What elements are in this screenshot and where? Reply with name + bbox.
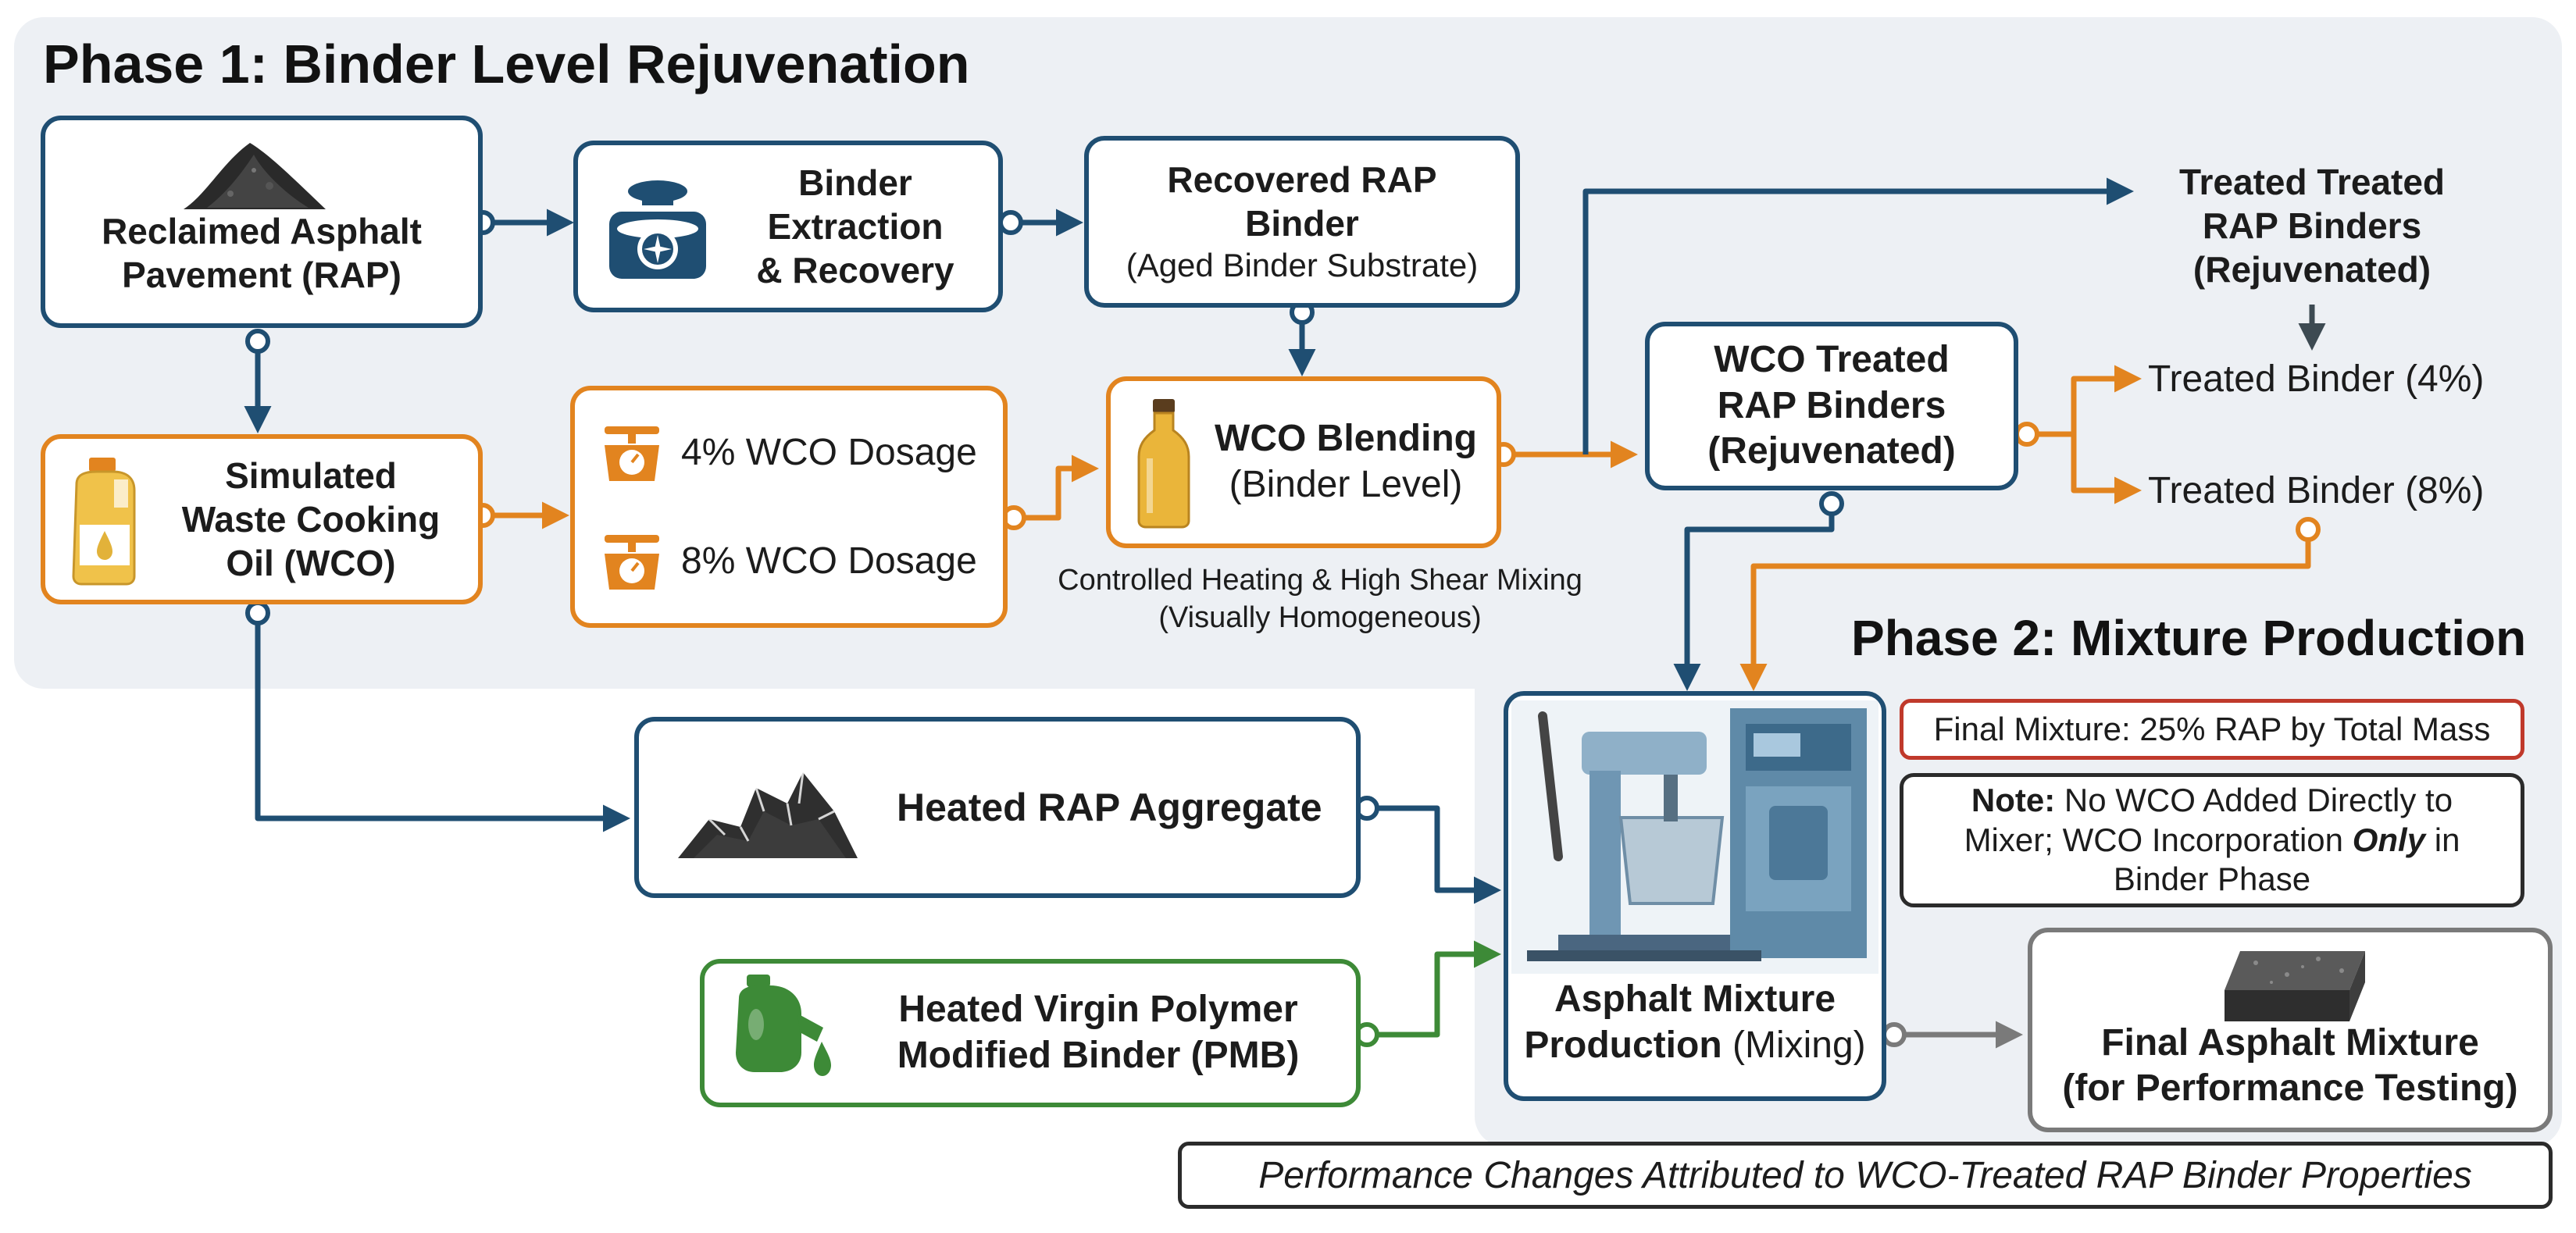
dosage-4-row[interactable]: 4% WCO Dosage <box>600 422 977 484</box>
final-mixture-note-label: Final Mixture: 25% RAP by Total Mass <box>1933 711 2491 747</box>
note-text2b: Only <box>2352 821 2426 858</box>
note-text2c: in <box>2434 821 2460 858</box>
wco-node[interactable]: Simulated Waste Cooking Oil (WCO) <box>41 434 483 604</box>
blending-note: Controlled Heating & High Shear Mixing (… <box>1035 562 1605 636</box>
recovered-line3: (Aged Binder Substrate) <box>1126 247 1479 284</box>
note-label: Note: <box>1971 782 2056 819</box>
treated-out-line2: RAP Binders <box>2202 205 2422 247</box>
dosage-4-label: 4% WCO Dosage <box>681 432 977 473</box>
wco-treated-line1: WCO Treated <box>1714 339 1950 381</box>
wco-treated-line2: RAP Binders <box>1717 384 1946 426</box>
scale-icon <box>605 534 659 590</box>
blending-note-line2: (Visually Homogeneous) <box>1158 600 1482 634</box>
note-text3: Binder Phase <box>2113 861 2311 898</box>
footer-box: Performance Changes Attributed to WCO-Tr… <box>1178 1142 2553 1209</box>
aggregate-pile-icon <box>678 772 858 858</box>
phase2-title: Phase 2: Mixture Production <box>1851 610 2527 666</box>
mixer-node[interactable]: Asphalt Mixture Production (Mixing) <box>1504 691 1886 1101</box>
dosage-8-label: 8% WCO Dosage <box>681 540 977 582</box>
rap-line1: Reclaimed Asphalt <box>102 210 422 251</box>
footer-label: Performance Changes Attributed to WCO-Tr… <box>1258 1154 2472 1196</box>
wco-treated-node[interactable]: WCO Treated RAP Binders (Rejuvenated) <box>1645 322 2018 490</box>
extraction-machine-icon <box>609 180 706 279</box>
rap-line2: Pavement (RAP) <box>122 254 401 295</box>
oil-bottle-icon <box>1137 399 1190 529</box>
blending-line1: WCO Blending <box>1215 418 1477 460</box>
extraction-line2: Extraction <box>767 205 944 247</box>
blending-note-line1: Controlled Heating & High Shear Mixing <box>1058 564 1582 597</box>
recovered-binder-node[interactable]: Recovered RAP Binder (Aged Binder Substr… <box>1084 136 1520 308</box>
treated-out-line3: (Rejuvenated) <box>2192 249 2432 290</box>
wco-line1: Simulated <box>225 454 397 496</box>
phase1-title: Phase 1: Binder Level Rejuvenation <box>43 34 970 94</box>
mixer-line1: Asphalt Mixture <box>1554 978 1836 1020</box>
recovered-line1: Recovered RAP <box>1167 159 1437 201</box>
mixer-line2a: Production <box>1524 1024 1722 1066</box>
wco-treated-line3: (Rejuvenated) <box>1707 430 1956 472</box>
asphalt-slab-icon <box>2225 951 2365 1021</box>
treated-binder-8: Treated Binder (8%) <box>2148 470 2485 511</box>
note-text1: No WCO Added Directly to <box>2064 782 2453 819</box>
recovered-line2: Binder <box>1245 203 1359 244</box>
final-line2: (for Performance Testing) <box>2062 1067 2518 1110</box>
wco-blending-node[interactable]: WCO Blending (Binder Level) <box>1106 376 1501 548</box>
extraction-line1: Binder <box>798 162 912 203</box>
note-text2a: Mixer; WCO Incorporation <box>1964 821 2344 858</box>
extraction-line3: & Recovery <box>756 250 954 291</box>
scale-icon <box>605 426 659 481</box>
rubble-pile-icon <box>184 143 326 209</box>
treated-binder-4: Treated Binder (4%) <box>2148 358 2485 400</box>
extraction-node[interactable]: Binder Extraction & Recovery <box>573 141 1003 312</box>
blending-line2: (Binder Level) <box>1229 464 1463 505</box>
treated-rap-binders-label: Treated Treated RAP Binders (Rejuvenated… <box>2109 160 2515 291</box>
heated-rap-label: Heated RAP Aggregate <box>897 785 1322 829</box>
heated-rap-node[interactable]: Heated RAP Aggregate <box>634 717 1361 898</box>
dosage-node[interactable]: 4% WCO Dosage 8% WCO Dosage <box>570 386 1008 628</box>
dosage-8-row[interactable]: 8% WCO Dosage <box>600 530 977 593</box>
wco-line3: Oil (WCO) <box>226 543 396 584</box>
pmb-node[interactable]: Heated Virgin Polymer Modified Binder (P… <box>700 959 1361 1107</box>
asphalt-mixer-icon <box>1511 700 1878 974</box>
final-mixture-note: Final Mixture: 25% RAP by Total Mass <box>1900 699 2524 760</box>
final-line1: Final Asphalt Mixture <box>2101 1021 2479 1064</box>
note-box: Note: No WCO Added Directly to Mixer; WC… <box>1900 773 2524 907</box>
binder-can-icon <box>736 975 831 1076</box>
final-mixture-node[interactable]: Final Asphalt Mixture (for Performance T… <box>2028 928 2553 1132</box>
treated-out-line1: Treated Treated <box>2178 162 2446 202</box>
wco-line2: Waste Cooking <box>181 498 441 540</box>
pmb-line1: Heated Virgin Polymer <box>898 989 1298 1031</box>
mixer-line2b: (Mixing) <box>1732 1024 1866 1066</box>
pmb-line2: Modified Binder (PMB) <box>897 1035 1300 1076</box>
oil-jug-icon <box>72 458 136 586</box>
